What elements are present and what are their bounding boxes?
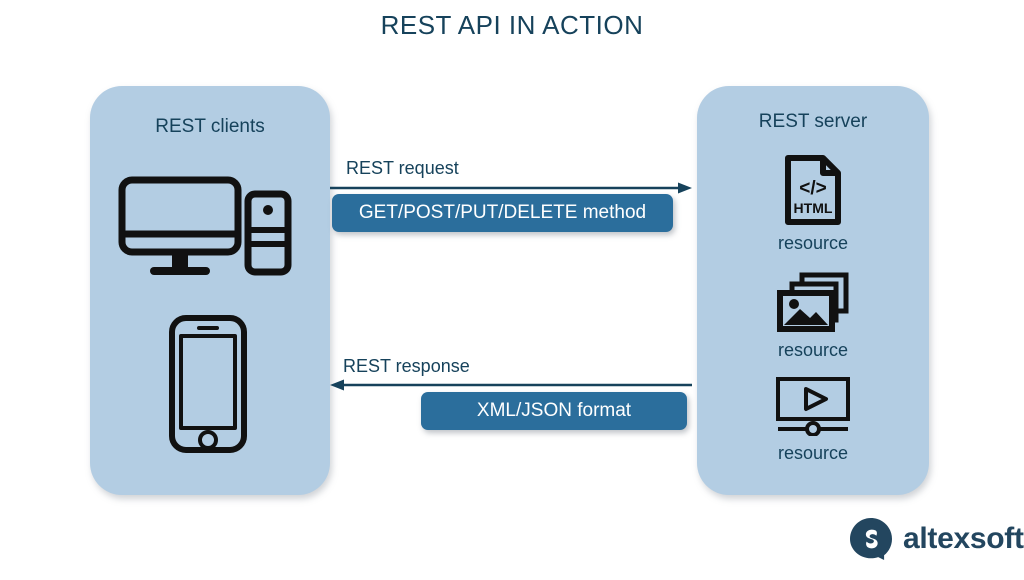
altexsoft-mark-icon — [850, 518, 892, 560]
desktop-computer-icon — [118, 176, 292, 276]
page-title: REST API IN ACTION — [380, 10, 644, 40]
image-stack-icon — [777, 272, 849, 332]
rest-server-panel: REST server </> HTML resource resource r… — [697, 86, 929, 495]
html-document-icon: </> HTML — [785, 155, 841, 225]
resource-item-image: resource — [697, 271, 929, 361]
video-player-icon — [776, 377, 850, 436]
smartphone-icon — [169, 315, 247, 453]
rest-clients-title: REST clients — [155, 116, 265, 137]
rest-server-title: REST server — [758, 111, 868, 132]
svg-text:</>: </> — [799, 178, 826, 199]
rest-request-arrow — [330, 182, 692, 194]
rest-request-caption: REST request — [346, 158, 459, 178]
resource-label: resource — [777, 443, 849, 463]
resource-label: resource — [777, 233, 849, 253]
resource-item-video: resource — [697, 376, 929, 464]
resource-label: resource — [777, 340, 849, 360]
brand-logo: altexsoft — [848, 516, 1024, 562]
data-format-badge: XML/JSON format — [421, 392, 687, 430]
rest-response-arrow — [330, 379, 692, 391]
brand-wordmark: altexsoft — [903, 522, 1024, 555]
rest-clients-panel: REST clients — [90, 86, 330, 495]
rest-response-caption: REST response — [343, 356, 470, 376]
http-method-badge: GET/POST/PUT/DELETE method — [332, 194, 673, 232]
resource-item-html: </> HTML resource — [697, 154, 929, 254]
svg-text:HTML: HTML — [794, 200, 833, 216]
